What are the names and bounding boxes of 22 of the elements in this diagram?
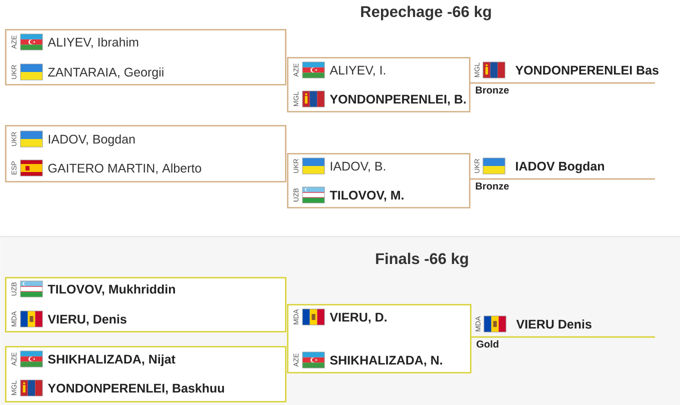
- athlete-name: IADOV, Bogdan: [48, 134, 135, 146]
- athlete-name: YONDONPERENLEI, B.: [330, 94, 466, 106]
- athlete-name: VIERU, D.: [330, 312, 386, 324]
- athlete-name: VIERU, Denis: [48, 314, 126, 326]
- athlete-name: TILOVOV, Mukhriddin: [48, 284, 175, 296]
- athlete-name: YONDONPERENLEI, Baskhuu: [48, 383, 224, 394]
- athlete-name: IADOV Bogdan: [516, 161, 604, 174]
- athlete-name: SHIKHALIZADA, Nijat: [48, 354, 176, 366]
- athlete-name: GAITERO MARTIN, Alberto: [48, 163, 202, 174]
- athlete-name: ALIYEV, I.: [330, 66, 386, 76]
- athlete-name: IADOV, B.: [330, 162, 386, 172]
- section-heading: Repechage -66 kg: [361, 6, 491, 20]
- athlete-name: VIERU Denis: [516, 319, 592, 329]
- athlete-name: TILOVOV, M.: [330, 190, 404, 202]
- athlete-name: YONDONPERENLEI Bas: [515, 66, 658, 75]
- athlete-name: ALIYEV, Ibrahim: [48, 37, 138, 48]
- athlete-name: SHIKHALIZADA, N.: [330, 356, 442, 366]
- medal-label: Gold: [476, 340, 498, 348]
- athlete-name: ZANTARAIA, Georgii: [48, 67, 164, 80]
- medal-label: Bronze: [476, 86, 509, 94]
- medal-label: Bronze: [476, 182, 509, 190]
- section-heading: Finals -66 kg: [376, 252, 468, 268]
